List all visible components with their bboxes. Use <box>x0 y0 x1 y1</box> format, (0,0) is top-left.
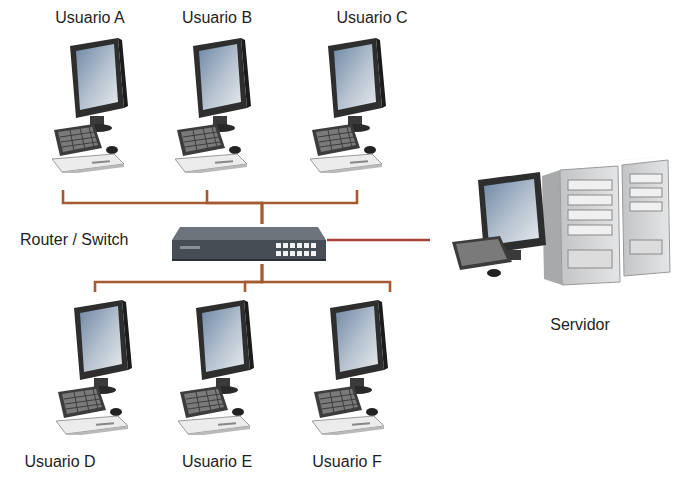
switch-led <box>180 246 200 249</box>
computer-icon <box>178 300 254 437</box>
switch-base <box>172 259 326 261</box>
server: Servidor <box>430 158 675 340</box>
server-icon <box>452 156 670 285</box>
node-label: Usuario F <box>297 452 397 472</box>
drive-bay <box>568 210 612 220</box>
server-mouse <box>487 269 501 277</box>
computer-icon <box>175 38 251 175</box>
tower-side <box>542 170 562 285</box>
drive-bay <box>568 225 612 235</box>
node-label: Usuario B <box>167 8 267 28</box>
network-cable <box>63 190 262 224</box>
server-tower <box>622 160 670 276</box>
network-cable <box>262 264 390 292</box>
network-cable <box>245 264 262 292</box>
user-computer: Usuario D <box>10 292 110 474</box>
drive-bay <box>568 195 612 205</box>
server-screen <box>484 179 539 245</box>
node-label: Usuario E <box>167 452 267 472</box>
drive-bay <box>568 250 612 268</box>
user-computer: Usuario C <box>322 6 422 190</box>
user-computer: Usuario A <box>40 6 140 190</box>
server-keyboard <box>452 236 512 270</box>
drive-bay <box>630 240 662 254</box>
user-computer: Usuario B <box>167 6 267 190</box>
drive-bay <box>630 188 662 197</box>
network-cable <box>262 190 357 224</box>
computer-icon <box>52 38 128 175</box>
user-computer: Usuario F <box>297 292 397 474</box>
drive-bay <box>630 174 662 183</box>
node-label: Router / Switch <box>20 230 160 250</box>
node-label: Servidor <box>530 315 630 335</box>
user-computer: Usuario E <box>167 292 267 474</box>
network-cable <box>327 239 430 242</box>
network-cable <box>207 190 262 224</box>
keyboard-keys <box>456 239 507 266</box>
switch-front <box>172 240 326 259</box>
network-cable <box>95 264 262 292</box>
node-label: Usuario C <box>322 8 422 28</box>
computer-icon <box>310 38 386 175</box>
router-switch: Router / Switch <box>15 224 327 264</box>
drive-bay <box>630 202 662 211</box>
switch-ports <box>276 243 316 256</box>
switch-icon <box>172 227 326 261</box>
drive-bay <box>568 180 612 190</box>
computer-icon <box>56 300 132 437</box>
server-tower <box>560 166 620 285</box>
switch-top <box>172 227 326 240</box>
computer-icon <box>312 300 388 437</box>
node-label: Usuario A <box>40 8 140 28</box>
node-label: Usuario D <box>10 452 110 472</box>
